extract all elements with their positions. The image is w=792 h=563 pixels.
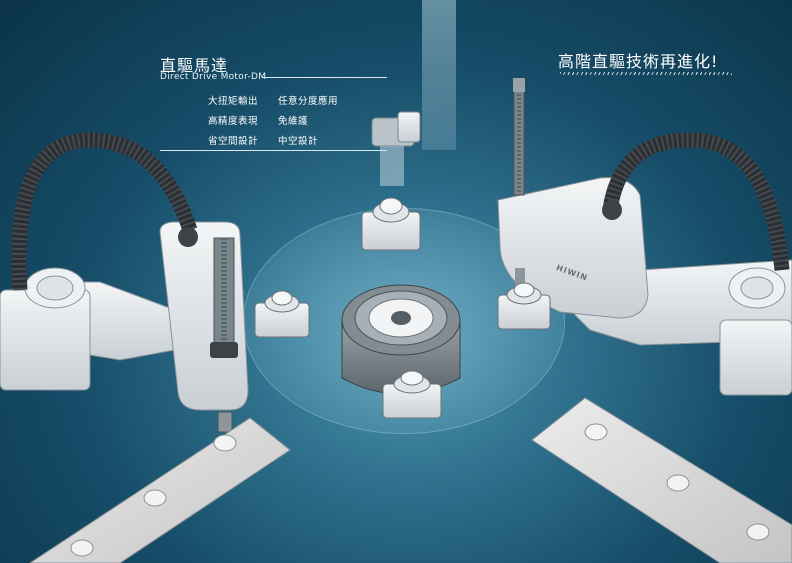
- rotary-table-front: [382, 370, 442, 419]
- rotary-table-top: [361, 197, 421, 251]
- title-divider: [262, 77, 387, 78]
- page-subtitle: Direct Drive Motor-DM: [160, 72, 267, 82]
- feature-right-1: 任意分度應用: [278, 96, 339, 107]
- feature-left-3: 省空間設計: [208, 136, 259, 147]
- feature-right-3: 中空設計: [278, 136, 319, 147]
- right-conveyor-rail: [531, 397, 792, 563]
- left-scara-robot: [0, 132, 249, 433]
- rotary-table-right: [497, 282, 551, 330]
- feature-left-1: 大扭矩輸出: [208, 96, 259, 107]
- feature-left-2: 高精度表現: [208, 116, 259, 127]
- rotary-table-left: [254, 290, 310, 338]
- overhead-motor: [371, 111, 421, 186]
- slogan-underline: [560, 72, 732, 75]
- light-beam: [422, 0, 456, 150]
- right-scara-robot: [497, 78, 792, 396]
- left-conveyor-rail: [29, 417, 291, 563]
- page-title: 直驅馬達: [160, 56, 229, 75]
- slogan: 高階直驅技術再進化!: [558, 52, 719, 71]
- feature-right-2: 免維護: [278, 116, 309, 127]
- central-dd-motor: [341, 284, 461, 395]
- features-divider: [160, 150, 387, 151]
